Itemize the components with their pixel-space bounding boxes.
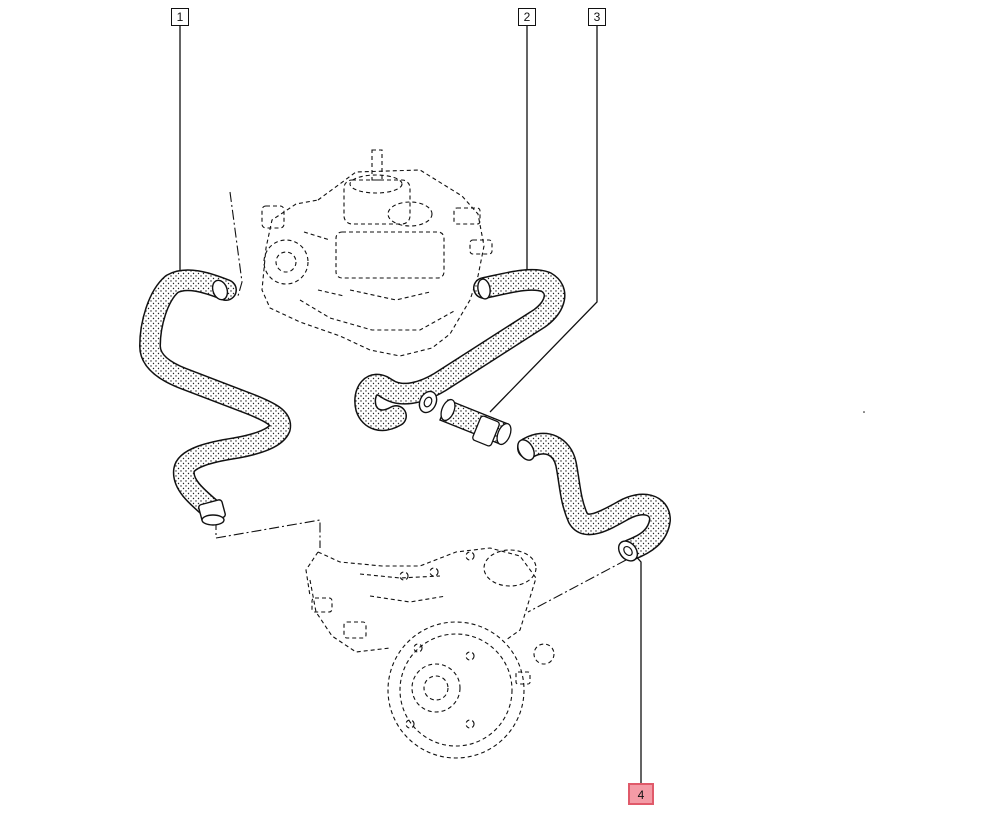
guide-lines [215, 191, 627, 613]
stray-dot [863, 411, 865, 413]
callout-3[interactable]: 3 [588, 8, 606, 26]
leader-line-4 [631, 551, 642, 783]
hose-2 [354, 268, 566, 432]
leader-line-3 [489, 26, 598, 413]
callout-2[interactable]: 2 [518, 8, 536, 26]
hose-4 [517, 432, 671, 562]
connector-3 [439, 398, 512, 447]
guide-line-pump-right [527, 559, 627, 613]
callout-4-selected[interactable]: 4 [628, 783, 654, 805]
carburetor [261, 149, 493, 357]
hose-1 [139, 269, 292, 526]
water-pump [305, 547, 555, 759]
callout-1[interactable]: 1 [171, 8, 189, 26]
guide-line-carb [229, 191, 243, 297]
guide-line-pump-left [215, 519, 321, 548]
